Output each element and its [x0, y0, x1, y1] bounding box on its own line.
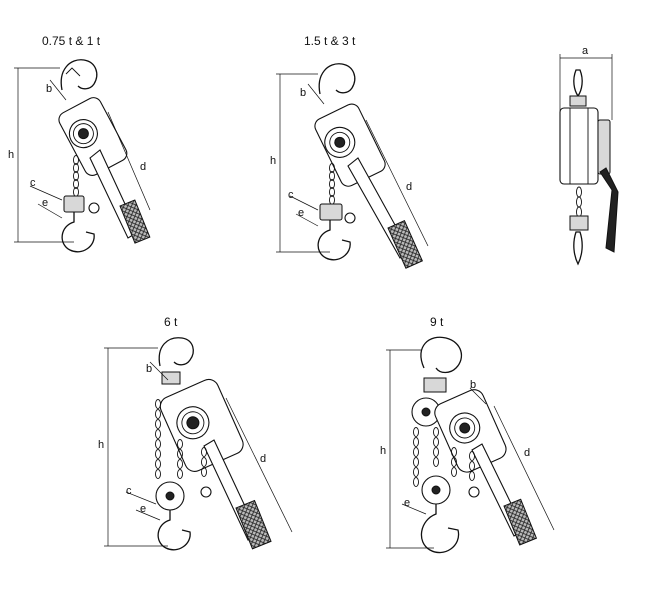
dim-e: e — [140, 503, 146, 515]
dim-e: e — [298, 207, 304, 219]
bottom-hook — [420, 504, 460, 554]
load-chain-right — [451, 447, 457, 477]
hook-block — [423, 377, 447, 393]
dim-h: h — [98, 439, 104, 451]
hoist-1.5-3t: 1.5 t & 3 t h b d c e — [270, 34, 429, 269]
lever-side — [599, 167, 619, 253]
title-hoist-0.75-1t: 0.75 t & 1 t — [42, 34, 101, 48]
top-hook — [158, 337, 194, 367]
title-hoist-9t: 9 t — [430, 315, 444, 329]
chain-end-stop — [88, 202, 100, 214]
dim-b: b — [470, 379, 476, 391]
dim-d: d — [524, 447, 530, 459]
bottom-hook — [157, 510, 191, 551]
load-chain — [329, 163, 335, 205]
handle-grip — [119, 199, 151, 244]
handle-grip — [235, 499, 272, 550]
dim-h: h — [270, 155, 276, 167]
dim-e: e — [42, 197, 48, 209]
bottom-hook — [317, 220, 351, 261]
hook-swivel — [569, 95, 587, 107]
bottom-block — [63, 195, 85, 213]
chain-end-stop — [200, 486, 212, 498]
top-hook-side — [573, 69, 583, 98]
hoist-0.75-1t: 0.75 t & 1 t h b — [8, 34, 151, 253]
dim-a: a — [582, 45, 589, 57]
bottom-hook — [61, 212, 95, 253]
load-chain-right — [177, 439, 183, 479]
top-hook — [60, 59, 98, 91]
hook-block — [161, 371, 181, 385]
chain-side — [576, 186, 582, 218]
dim-d: d — [406, 181, 412, 193]
top-hook — [420, 336, 463, 374]
dim-d: d — [260, 453, 266, 465]
dim-b: b — [146, 363, 152, 375]
hoist-body-side — [559, 107, 599, 185]
dim-b: b — [300, 87, 306, 99]
dim-c: c — [126, 485, 132, 497]
load-chain-left — [413, 427, 419, 487]
hoist-side-view: a — [559, 45, 619, 266]
handle-grip — [387, 220, 424, 269]
dim-c: c — [30, 177, 36, 189]
side-plate — [597, 119, 611, 175]
bottom-block — [319, 203, 343, 221]
hand-chain — [201, 447, 207, 477]
hand-chain — [469, 451, 475, 481]
title-hoist-6t: 6 t — [164, 315, 178, 329]
hoist-9t: 9 t — [380, 315, 555, 554]
bottom-hook-side — [573, 231, 583, 266]
title-hoist-1.5-3t: 1.5 t & 3 t — [304, 34, 356, 48]
dim-h: h — [380, 445, 386, 457]
dim-d: d — [140, 161, 146, 173]
top-hook — [318, 63, 356, 95]
dim-c: c — [288, 189, 294, 201]
load-chain-center — [433, 427, 439, 467]
handle-grip — [503, 498, 538, 546]
load-chain — [73, 155, 79, 197]
hoist-6t: 6 t — [98, 315, 293, 551]
chain-end-stop — [468, 486, 480, 498]
load-chain-left — [155, 399, 161, 479]
bottom-block-side — [569, 215, 589, 231]
dim-b: b — [46, 83, 52, 95]
dim-h: h — [8, 149, 14, 161]
chain-end-stop — [344, 212, 356, 224]
dim-e: e — [404, 497, 410, 509]
